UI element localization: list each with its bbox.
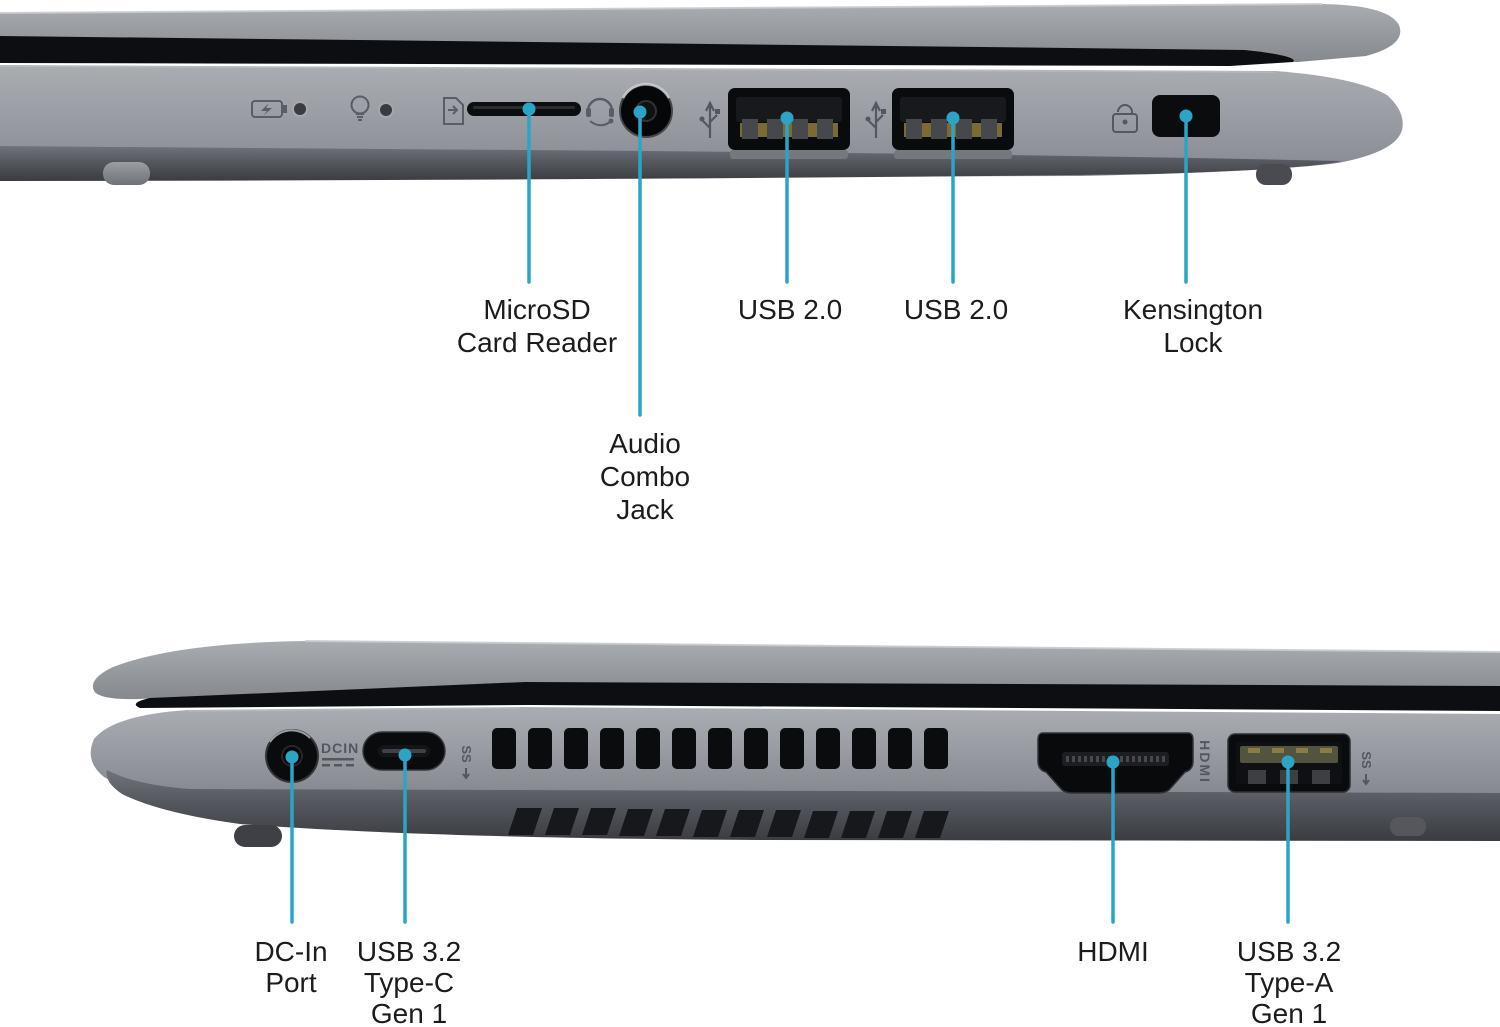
usb2-port-1: [728, 88, 850, 159]
vent-slots-bottom-row: [508, 808, 949, 838]
laptop-left-side-view: DCIN SS: [90, 640, 1500, 847]
svg-text:HDMI: HDMI: [1197, 740, 1213, 784]
battery-led: [292, 101, 308, 117]
hinge-gap: [135, 682, 1500, 711]
dcin-marking: DCIN: [321, 740, 359, 767]
base-bottom-edge: [0, 146, 1342, 181]
label-usb2-left: USB 2.0: [737, 294, 843, 325]
power-indicator-icon: [350, 95, 370, 121]
base-highlight: [0, 65, 1276, 73]
rubber-foot: [234, 825, 282, 847]
svg-text:SS: SS: [459, 745, 474, 763]
headset-mic-icon: [586, 97, 614, 127]
lid-highlight: [304, 640, 1500, 653]
callout-line-usb2-2: [946, 111, 960, 284]
usb-icon: [699, 100, 720, 138]
callout-lines: [285, 102, 1295, 924]
rubber-foot: [1390, 817, 1426, 836]
vent-slots-top-row: [492, 728, 948, 769]
callout-line-usb2-1: [780, 111, 794, 284]
label-hdmi: HDMI: [1077, 936, 1149, 967]
lid-highlight: [0, 3, 1323, 14]
hdmi-marking: HDMI: [1197, 740, 1213, 784]
lid-edge: [0, 4, 1401, 62]
rubber-foot: [103, 162, 150, 185]
battery-indicator-icon: [251, 100, 287, 118]
laptop-right-side-view: [0, 3, 1403, 185]
superspeed-usb-icon: SS: [459, 745, 474, 780]
callout-line-usbc: [398, 748, 412, 924]
callout-line-microsd: [522, 102, 536, 284]
superspeed-usb-icon: SS: [1359, 751, 1374, 786]
callout-line-kensington: [1179, 109, 1193, 284]
svg-text:SS: SS: [1359, 751, 1374, 769]
usb-a-port: [1227, 733, 1351, 793]
base-highlight: [187, 707, 521, 712]
callout-line-dcin: [285, 750, 299, 924]
dcin-text: DCIN: [321, 740, 359, 756]
microsd-icon: [443, 97, 464, 125]
usb-icon: [865, 100, 886, 138]
callout-line-usba: [1281, 755, 1295, 924]
hinge-gap: [0, 36, 1294, 66]
rubber-foot: [1256, 164, 1292, 185]
base-bottom-edge: [106, 770, 1500, 841]
kensington-lock-icon: [1112, 104, 1138, 133]
label-usb2-right: USB 2.0: [903, 294, 1009, 325]
callout-line-audio: [633, 105, 647, 417]
power-led: [378, 102, 394, 118]
callout-line-hdmi: [1106, 755, 1120, 924]
